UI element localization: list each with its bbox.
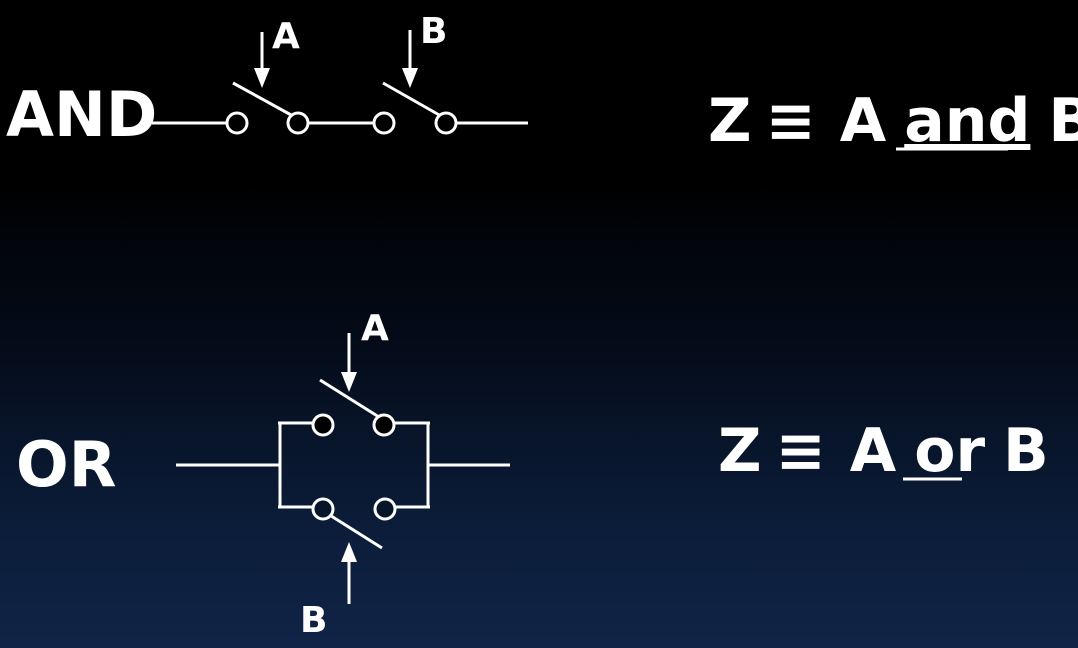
switch-b-contact-left: [311, 497, 335, 521]
or-parallel-circuit: A B: [176, 308, 510, 641]
and-switch-b-label: B: [420, 11, 447, 52]
and-switch-b: B: [372, 11, 458, 135]
or-section: OR A: [16, 308, 1049, 641]
switch-b-contact-right: [373, 497, 397, 521]
and-eq-a: A: [840, 86, 887, 156]
and-series-circuit: A B: [152, 11, 528, 135]
and-eq-operator: and: [904, 86, 1030, 156]
switch-a-arrow-head: [254, 68, 270, 88]
switch-b-arrow-head: [402, 68, 418, 88]
and-switch-a: A: [225, 16, 310, 135]
or-eq-b: B: [1003, 416, 1049, 486]
or-eq-equiv: ≡: [776, 416, 826, 486]
or-eq-operator: or: [914, 416, 985, 486]
and-switch-a-label: A: [272, 16, 300, 57]
switch-a-contact-left: [311, 413, 335, 437]
switch-a-contact-right: [372, 413, 396, 437]
or-switch-b: B: [278, 497, 430, 641]
switch-b-blade: [382, 81, 442, 118]
switch-b-blade: [327, 512, 383, 550]
or-label: OR: [16, 428, 116, 501]
and-eq-lhs: Z: [708, 86, 752, 156]
switch-a-blade: [319, 378, 380, 419]
or-switch-b-label: B: [300, 600, 327, 641]
and-eq-b: B: [1048, 86, 1078, 156]
or-switch-a: A: [278, 308, 430, 437]
and-eq-equiv: ≡: [766, 86, 816, 156]
switch-a-arrow-head: [341, 372, 357, 392]
or-eq-lhs: Z: [718, 416, 762, 486]
switch-b-arrow-head: [341, 542, 357, 562]
and-label: AND: [6, 78, 157, 151]
switch-a-contact-left: [225, 111, 249, 135]
or-eq-a: A: [850, 416, 897, 486]
switch-b-contact-left: [372, 111, 396, 135]
switch-a-blade: [232, 81, 294, 118]
switch-b-contact-right: [434, 111, 458, 135]
or-switch-a-label: A: [361, 308, 389, 349]
switch-a-contact-right: [286, 111, 310, 135]
